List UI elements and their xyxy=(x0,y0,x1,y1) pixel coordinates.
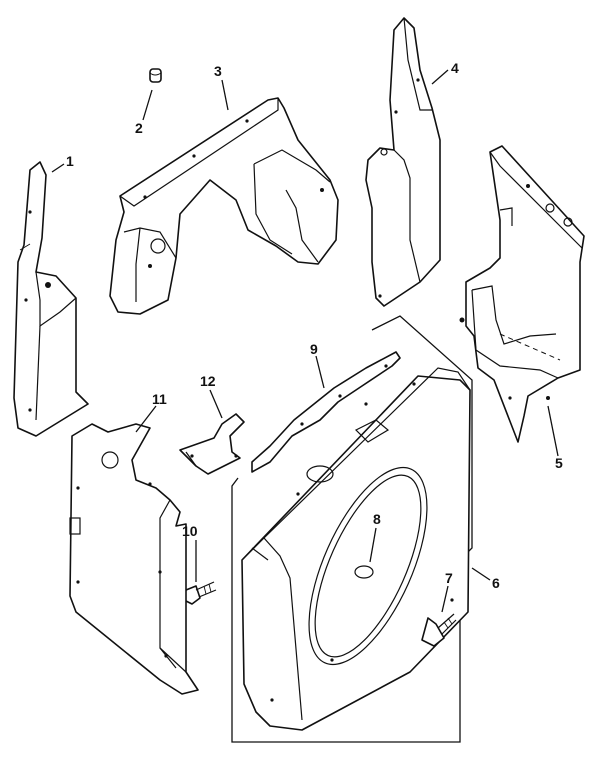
part-5-right-lower-baffle xyxy=(459,145,585,443)
part-10-bolt xyxy=(183,581,217,605)
callout-11-label: 11 xyxy=(152,391,167,407)
callout-10-label: 10 xyxy=(182,523,198,539)
part-1-left-side-baffle xyxy=(13,161,89,437)
callout-7-label: 7 xyxy=(445,570,453,586)
callout-3-label: 3 xyxy=(214,63,222,79)
part-4-right-side-baffle xyxy=(365,17,441,307)
callout-6-label: 6 xyxy=(492,575,500,591)
callout-12-label: 12 xyxy=(200,373,216,389)
callout-9-label: 9 xyxy=(310,341,318,357)
part-6-fan-housing xyxy=(241,367,471,731)
callout-2-label: 2 xyxy=(135,120,143,136)
part-7-bolt xyxy=(421,613,457,647)
callout-5-label: 5 xyxy=(555,455,563,471)
callout-4-label: 4 xyxy=(451,60,459,76)
part-3-top-baffle xyxy=(109,97,339,315)
callout-8-label: 8 xyxy=(373,511,381,527)
callout-1-label: 1 xyxy=(66,153,74,169)
part-12-bracket xyxy=(179,413,245,475)
part-9-seal-strip xyxy=(251,351,401,473)
part-11-lower-left-panel xyxy=(69,423,199,695)
callout-leaders xyxy=(51,69,559,613)
part-2-plug xyxy=(149,68,162,83)
